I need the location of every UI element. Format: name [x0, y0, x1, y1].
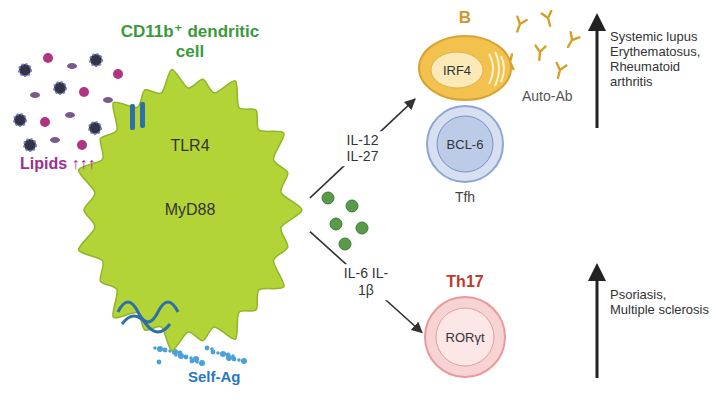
self-antigen-dots [153, 346, 247, 366]
dendritic-cell-body [79, 69, 302, 350]
stimulus-label: Lipids ↑↑↑ [20, 155, 96, 173]
disease-list: Psoriasis, Multiple sclerosis [610, 288, 714, 318]
antigen-label: Self-Ag [188, 368, 241, 385]
signal-molecule: MyD88 [160, 199, 221, 221]
cytokine-label: IL-6 IL-1β [341, 264, 391, 300]
node-text: Tfh [455, 189, 475, 205]
signal-molecule: TLR4 [165, 135, 214, 157]
increase-arrow [596, 22, 599, 128]
cytokine-label: IL-12 IL-27 [338, 131, 388, 167]
disease-list: Systemic lupus Erythematosus, Rheumatoid… [610, 30, 714, 90]
tlr-receptor [130, 102, 145, 130]
node-text: MyD88 [165, 201, 216, 219]
increase-arrow [596, 272, 599, 378]
cell-node: BCL-6Tfh [422, 104, 508, 208]
mhc-receptor [118, 302, 178, 332]
cell-node: B IRF4 [415, 6, 515, 104]
cell-label: B [459, 8, 471, 28]
cytokine-dots [322, 192, 368, 250]
node-text: RORγt [446, 330, 485, 345]
cell-label: CD11b⁺ dendritic cell [115, 22, 265, 61]
signal-arrow [310, 99, 415, 198]
cell-outline [70, 12, 310, 350]
cell-label: Th17 [446, 273, 483, 291]
antibody-label: Auto-Ab [522, 88, 573, 104]
antibodies [503, 11, 579, 79]
cell-node: Th17RORγt [422, 272, 508, 382]
signal-arrow [310, 232, 422, 333]
cell-node: CD11b⁺ dendritic cellTLR4MyD88 [70, 12, 310, 350]
node-text: IRF4 [443, 63, 471, 78]
node-text: TLR4 [170, 137, 209, 155]
node-text: BCL-6 [447, 137, 484, 152]
